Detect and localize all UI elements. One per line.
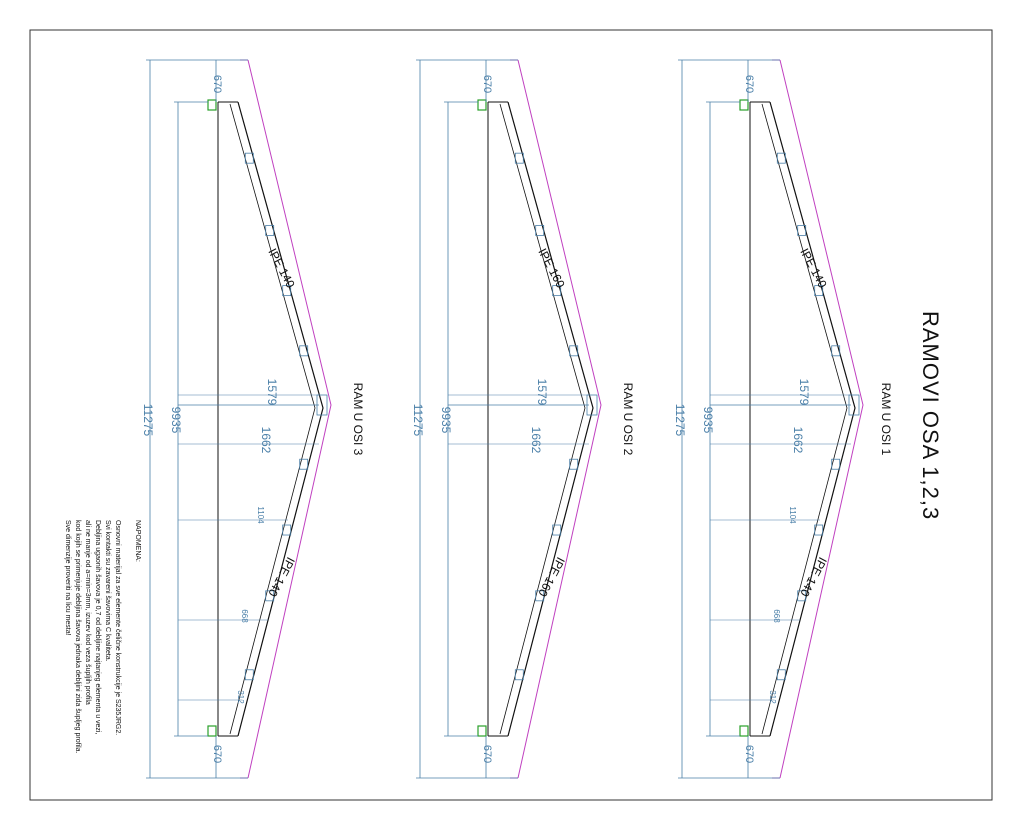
frame-title-2: RAM U OSI 2	[621, 382, 635, 456]
sheet-border	[29, 29, 993, 801]
notes-block: NAPOMENA: Osnovni materijal za sve eleme…	[62, 520, 142, 820]
stiffener	[797, 590, 807, 602]
dim-total: 11275	[411, 404, 425, 437]
dim-d3: 312	[236, 690, 245, 704]
stiffener	[552, 524, 562, 536]
dim-end-bottom: 670	[743, 745, 755, 763]
stiffener	[299, 458, 309, 470]
profile-label-left: IPE 160	[535, 246, 568, 291]
dim-span: 9935	[439, 407, 453, 434]
rafter-inner	[229, 103, 316, 735]
dim-total: 11275	[673, 404, 687, 437]
support-symbol	[739, 725, 749, 737]
stiffener	[282, 285, 292, 297]
stiffener	[831, 458, 841, 470]
stiffener	[514, 669, 524, 681]
dim-ridge-a: 1579	[797, 379, 811, 406]
stiffener	[831, 345, 841, 357]
stiffener	[535, 590, 545, 602]
dim-end-top: 670	[743, 75, 755, 93]
dim-end-bottom: 670	[211, 745, 223, 763]
rafter-inner	[499, 103, 586, 735]
stiffener	[514, 152, 524, 164]
stiffener	[569, 345, 579, 357]
stiffener	[797, 225, 807, 236]
rafter-outer	[237, 101, 324, 737]
dim-span: 9935	[701, 407, 715, 434]
dim-d1: 1104	[788, 506, 797, 524]
stiffener	[569, 458, 579, 470]
stiffener	[814, 285, 824, 297]
frame-title-1: RAM U OSI 1	[879, 382, 893, 456]
dim-ridge-b: 1662	[259, 427, 273, 454]
frame-title-3: RAM U OSI 3	[351, 382, 365, 456]
stiffener	[244, 669, 254, 681]
dim-ridge-b: 1662	[791, 427, 805, 454]
stiffener	[244, 152, 254, 164]
dim-ridge-a: 1579	[265, 379, 279, 406]
dim-d1: 1104	[256, 506, 265, 524]
support-symbol	[477, 725, 487, 737]
stiffener	[776, 152, 786, 164]
stiffener	[265, 225, 275, 236]
note-line: ali ne manje od a=min=3mm, izuzev kod ve…	[84, 520, 91, 705]
dim-d2: 668	[772, 609, 781, 623]
stiffener	[552, 285, 562, 297]
dim-ridge-a: 1579	[535, 379, 549, 406]
support-symbol	[207, 725, 217, 737]
roof-cladding	[779, 59, 864, 779]
stiffener	[299, 345, 309, 357]
stiffener	[776, 669, 786, 681]
support-symbol	[207, 99, 217, 111]
support-symbol	[477, 99, 487, 111]
note-line: kod kojih se primenjuje debljina šavova …	[74, 520, 81, 754]
dim-span: 9935	[169, 407, 183, 434]
profile-label-left: IPE 140	[797, 246, 830, 291]
roof-cladding	[517, 59, 602, 779]
dim-end-bottom: 670	[481, 745, 493, 763]
dim-ridge-b: 1662	[529, 427, 543, 454]
dim-end-top: 670	[481, 75, 493, 93]
note-line: Osnovni materijal za sve elemente čeličn…	[114, 520, 121, 736]
stiffener	[265, 590, 275, 602]
dim-end-top: 670	[211, 75, 223, 93]
dim-d3: 312	[768, 690, 777, 704]
stiffener	[282, 524, 292, 536]
note-line: Debljina ugaonih šavova je 0,7 od deblji…	[94, 520, 101, 735]
profile-label-left: IPE 140	[265, 246, 298, 291]
dim-total: 11275	[141, 404, 155, 437]
note-line: Svi kontakti su zavareni šavovima C kval…	[104, 520, 111, 662]
sheet-title: RAMOVI OSA 1,2,3	[918, 311, 943, 521]
rafter-inner	[761, 103, 848, 735]
stiffener	[535, 225, 545, 236]
rafter-outer	[507, 101, 594, 737]
note-line: Sve dimenzije proveriti na licu mesta!	[64, 520, 71, 636]
support-symbol	[739, 99, 749, 111]
notes-heading: NAPOMENA:	[134, 520, 141, 563]
rafter-outer	[769, 101, 856, 737]
dim-d2: 668	[240, 609, 249, 623]
roof-cladding	[247, 59, 332, 779]
stiffener	[814, 524, 824, 536]
